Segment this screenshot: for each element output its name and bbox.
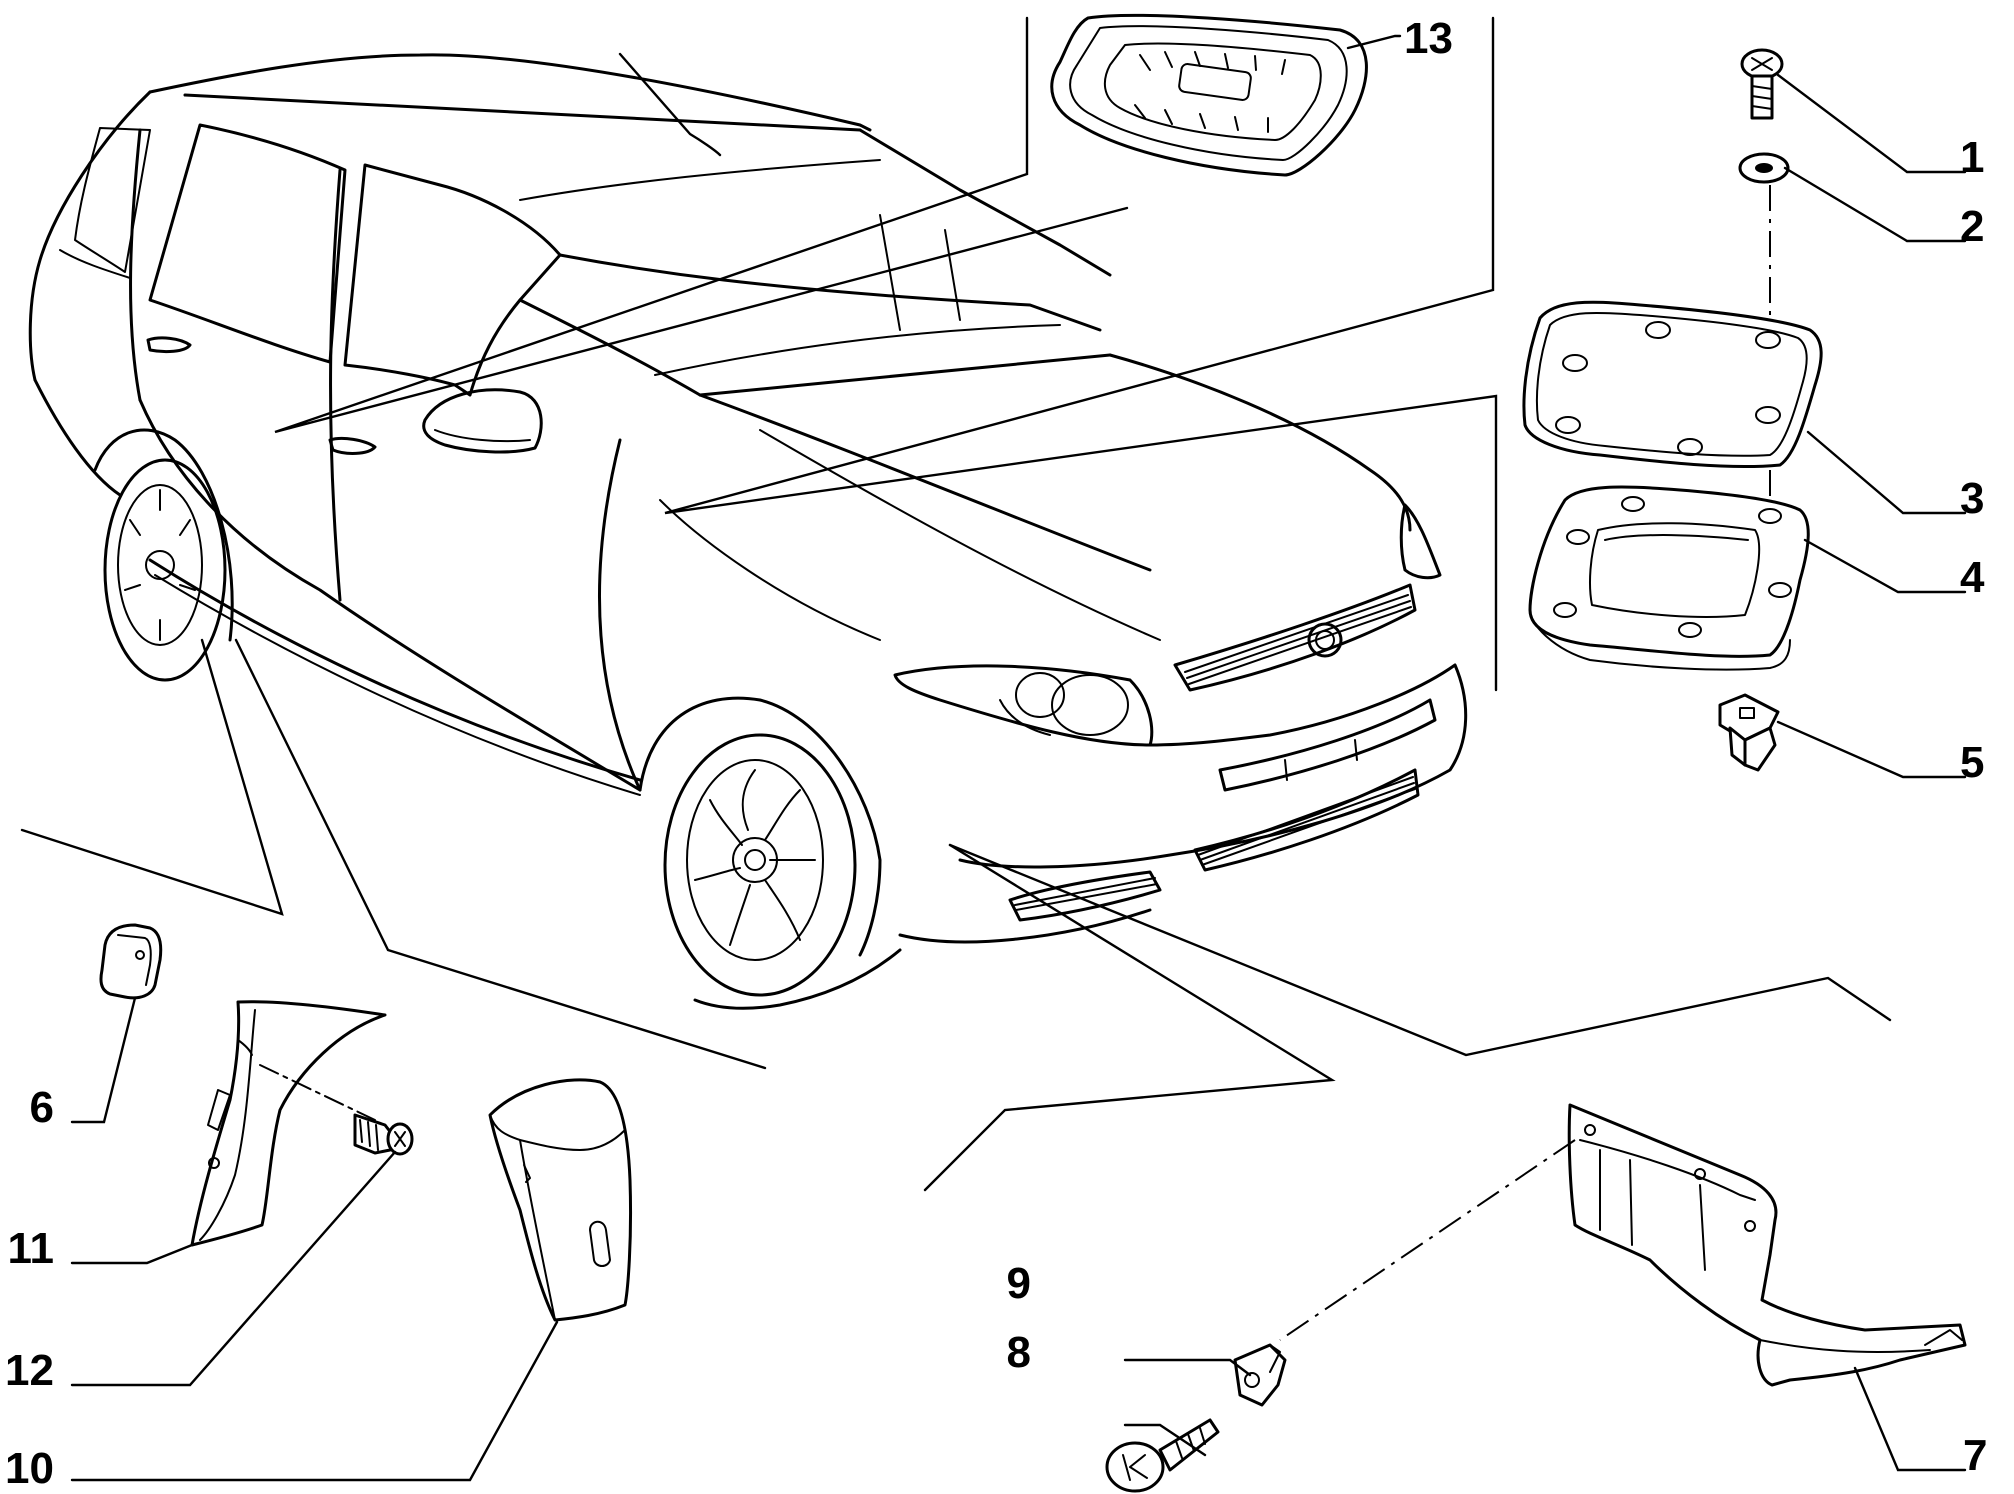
callout-3: 3 [1960, 474, 1984, 523]
plug-pad-icon [99, 923, 163, 1000]
washer-icon [1738, 152, 1790, 184]
floor-grommet-icon [1050, 13, 1368, 177]
clip-nut-icon [1233, 1343, 1287, 1407]
mudflap-icon [488, 1078, 633, 1322]
underbody-guard-icon [1279, 1103, 1967, 1387]
callout-2: 2 [1960, 202, 1984, 251]
callout-4: 4 [1960, 553, 1985, 602]
push-rivet-icon [1105, 1418, 1220, 1493]
frame-seal-icon [1528, 485, 1810, 671]
callout-1: 1 [1960, 133, 1984, 182]
pointer-lines [20, 16, 1892, 1192]
clip-icon [1718, 693, 1780, 772]
callout-7: 7 [1963, 1431, 1987, 1480]
car-illustration [28, 53, 1468, 1010]
screw-icon [1740, 48, 1784, 120]
self-tapping-screw-icon [259, 1064, 414, 1156]
callout-8: 8 [1007, 1328, 1031, 1377]
callout-9: 9 [1007, 1259, 1031, 1308]
callout-6: 6 [30, 1083, 54, 1132]
callout-numbers: 1 2 3 4 5 6 7 8 9 10 11 12 13 [5, 14, 1987, 1493]
callout-13: 13 [1404, 14, 1453, 63]
wheelarch-liner-icon [190, 1000, 387, 1247]
callout-10: 10 [5, 1444, 54, 1493]
callout-5: 5 [1960, 738, 1984, 787]
callout-12: 12 [5, 1346, 54, 1395]
gasket-plate-icon [1522, 300, 1823, 469]
callout-11: 11 [7, 1224, 54, 1273]
callout-leaders [70, 34, 1967, 1482]
